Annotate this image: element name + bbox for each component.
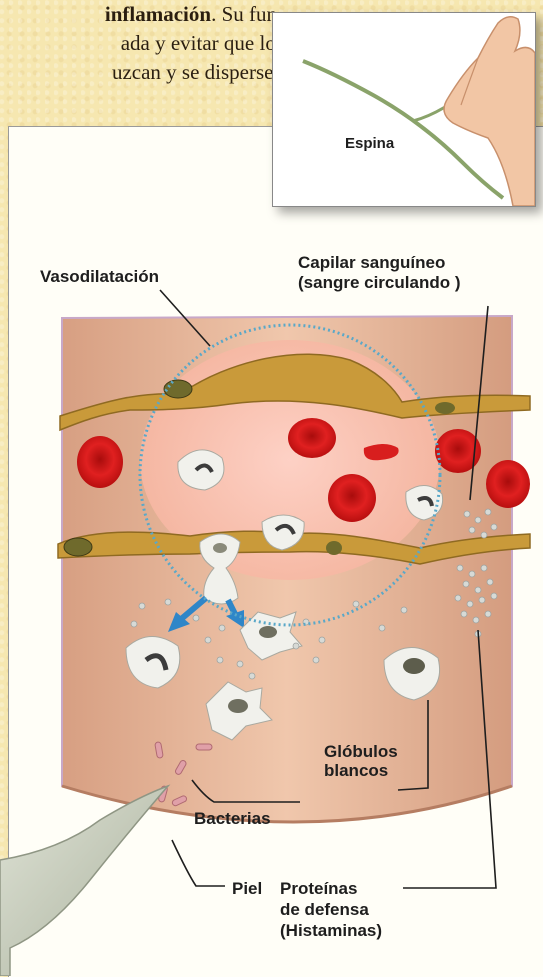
- inset-thorn-illustration: Espina: [272, 12, 536, 207]
- vessel-nucleus: [326, 541, 342, 555]
- vessel-nucleus: [64, 538, 92, 556]
- thorn: [0, 786, 168, 976]
- proteinas-label-line1: Proteínas: [280, 879, 357, 898]
- bacterias-label: Bacterias: [194, 809, 271, 828]
- proteinas-label-line2: de defensa: [280, 900, 369, 919]
- capilar-label-line2: (sangre circulando ): [298, 273, 460, 292]
- globulos-label-line2: blancos: [324, 761, 388, 780]
- vessel-nucleus: [435, 402, 455, 414]
- espina-label: Espina: [345, 135, 395, 152]
- red-blood-cell: [77, 436, 123, 488]
- hand-thorn-illustration: Espina: [273, 13, 535, 206]
- red-blood-cell: [288, 418, 336, 458]
- proteinas-label-line3: (Histaminas): [280, 921, 382, 940]
- red-blood-cell: [486, 460, 530, 508]
- capilar-label-line1: Capilar sanguíneo: [298, 253, 445, 272]
- vessel-nucleus: [164, 380, 192, 398]
- piel-label: Piel: [232, 879, 262, 898]
- red-blood-cell: [328, 474, 376, 522]
- hand: [444, 17, 535, 206]
- vasodilatacion-label: Vasodilatación: [40, 267, 159, 286]
- globulos-label-line1: Glóbulos: [324, 742, 398, 761]
